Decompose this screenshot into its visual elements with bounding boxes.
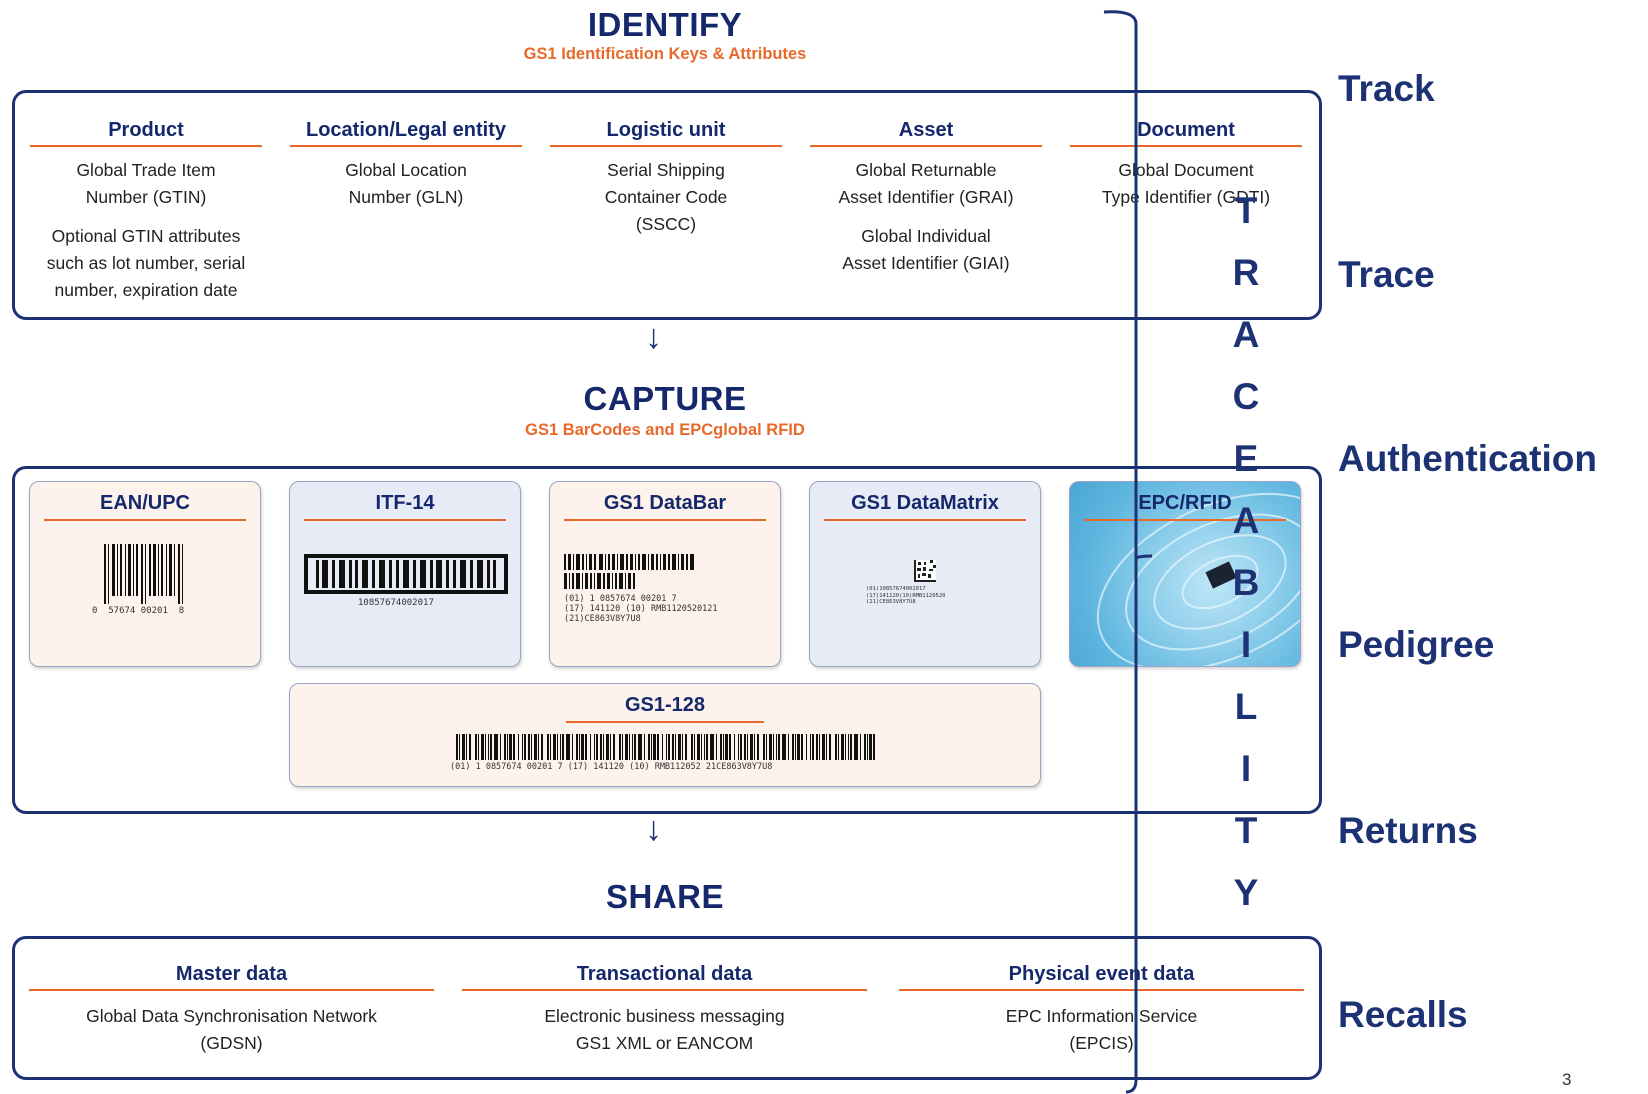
- databar-barcode-icon: [564, 554, 694, 589]
- ean-barcode-icon: [104, 544, 183, 604]
- traceability-letter: A: [1232, 314, 1260, 355]
- traceability-letter: B: [1232, 562, 1260, 603]
- card-epc-rfid-title: EPC/RFID: [1084, 492, 1286, 521]
- itf14-barcode-icon: [304, 554, 508, 594]
- identify-col-asset-head: Asset: [810, 119, 1042, 147]
- identify-col-product-head: Product: [30, 119, 262, 147]
- traceability-letter: I: [1240, 624, 1252, 665]
- label-authentication: Authentication: [1338, 438, 1597, 479]
- card-gs1-datamatrix: GS1 DataMatrix (01)10857674002017 (17)14…: [809, 481, 1041, 667]
- label-pedigree: Pedigree: [1338, 624, 1495, 665]
- share-col-physical-head: Physical event data: [899, 963, 1304, 991]
- label-track: Track: [1338, 68, 1435, 109]
- label-trace: Trace: [1338, 254, 1435, 295]
- card-ean-upc: EAN/UPC 0 57674 00201 8: [29, 481, 261, 667]
- share-title: SHARE: [605, 878, 725, 915]
- rfid-waves-icon: [1096, 492, 1300, 666]
- itf14-code-text: 10857674002017: [358, 598, 434, 608]
- card-epc-rfid: EPC/RFID: [1069, 481, 1301, 667]
- share-col-physical-text: EPC Information Service(EPCIS): [1005, 1006, 1198, 1053]
- card-gs1-databar-title: GS1 DataBar: [564, 492, 766, 521]
- share-col-transactional-head: Transactional data: [462, 963, 867, 991]
- datamatrix-code-icon: [914, 560, 936, 582]
- label-returns: Returns: [1338, 810, 1478, 851]
- arrow-down-icon: ↓: [645, 810, 662, 848]
- ean-code-text: 0 57674 00201 8: [92, 606, 185, 616]
- identify-col-document-head: Document: [1070, 119, 1302, 147]
- datamatrix-code-text: (01)10857674002017 (17)141120(10)RMB1120…: [866, 586, 946, 605]
- share-panel: Master data Global Data Synchronisation …: [12, 936, 1322, 1080]
- traceability-letter: A: [1232, 500, 1260, 541]
- page-number: 3: [1562, 1070, 1572, 1089]
- traceability-letter: I: [1240, 748, 1252, 789]
- arrow-down-icon: ↓: [645, 318, 662, 356]
- traceability-letter: Y: [1233, 872, 1259, 913]
- identify-title: IDENTIFY: [587, 6, 743, 43]
- card-gs1-128: GS1-128 (01) 1 0857674 00201 7 (17) 1411…: [289, 683, 1041, 787]
- traceability-bracket: [1103, 10, 1153, 1094]
- traceability-letter: L: [1234, 686, 1258, 727]
- gs1-128-barcode-icon: [456, 734, 875, 760]
- card-gs1-databar: GS1 DataBar (01) 1 0857674 0: [549, 481, 781, 667]
- card-ean-upc-title: EAN/UPC: [44, 492, 246, 521]
- card-itf14: ITF-14 10857674002017: [289, 481, 521, 667]
- gs1-128-code-text: (01) 1 0857674 00201 7 (17) 141120 (10) …: [450, 762, 773, 772]
- traceability-letter: C: [1232, 376, 1260, 417]
- traceability-letter: R: [1232, 252, 1260, 293]
- traceability-letter: T: [1234, 810, 1258, 851]
- share-col-master-text: Global Data Synchronisation Network(GDSN…: [86, 1006, 377, 1053]
- capture-subtitle: GS1 BarCodes and EPCglobal RFID: [525, 421, 805, 439]
- capture-panel: EAN/UPC 0 57674 00201 8 ITF-14: [12, 466, 1322, 814]
- databar-code-text: (01) 1 0857674 00201 7 (17) 141120 (10) …: [564, 594, 718, 624]
- card-gs1-datamatrix-title: GS1 DataMatrix: [824, 492, 1026, 521]
- traceability-letter: T: [1234, 190, 1258, 231]
- identify-subtitle: GS1 Identification Keys & Attributes: [523, 45, 807, 63]
- identify-col-logistic-head: Logistic unit: [550, 119, 782, 147]
- traceability-letter: E: [1233, 438, 1259, 479]
- identify-col-location-head: Location/Legal entity: [290, 119, 522, 147]
- label-recalls: Recalls: [1338, 994, 1468, 1035]
- card-itf14-title: ITF-14: [304, 492, 506, 521]
- capture-title: CAPTURE: [583, 380, 747, 417]
- share-col-master-head: Master data: [29, 963, 434, 991]
- card-gs1-128-title: GS1-128: [566, 694, 764, 723]
